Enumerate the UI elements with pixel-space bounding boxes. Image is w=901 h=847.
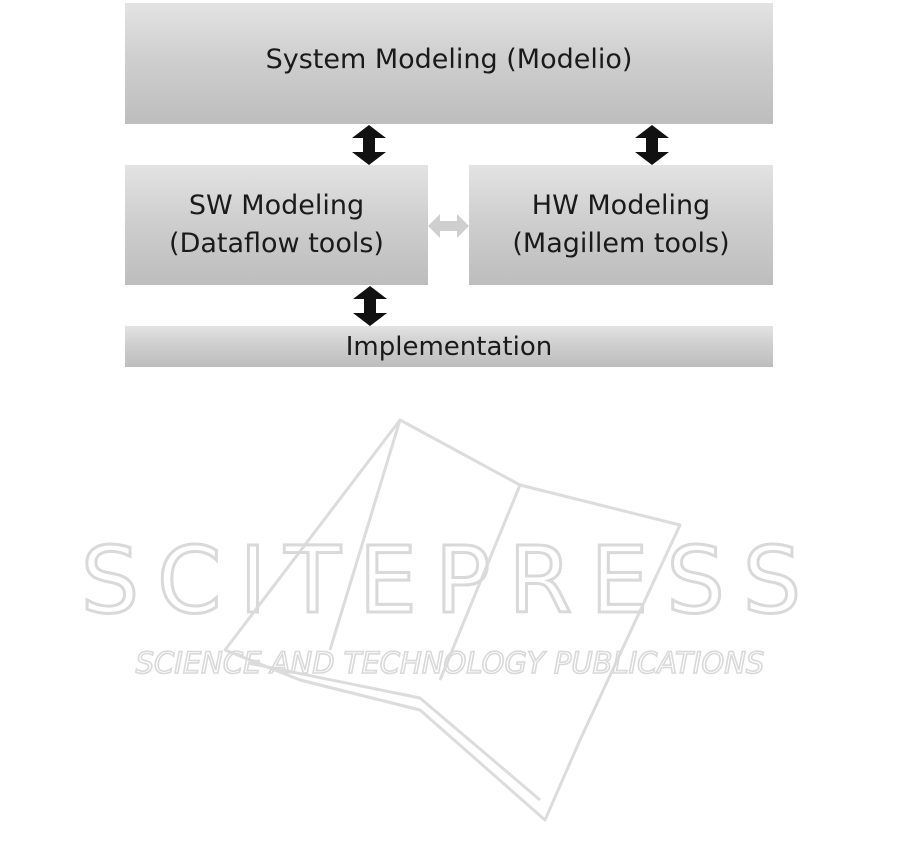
sw-implementation-arrow (352, 286, 388, 326)
implementation-label: Implementation (346, 334, 552, 360)
sw-hw-arrow (428, 213, 469, 239)
sw-modeling-box: SW Modeling (Dataflow tools) (125, 165, 428, 285)
hw-modeling-tools: (Magillem tools) (512, 225, 729, 263)
hw-modeling-box: HW Modeling (Magillem tools) (469, 165, 773, 285)
publisher-watermark: SCITEPRESS SCIENCE AND TECHNOLOGY PUBLIC… (0, 380, 901, 847)
system-modeling-box: System Modeling (Modelio) (125, 3, 773, 124)
sw-modeling-tools: (Dataflow tools) (169, 225, 384, 263)
system-hw-arrow (634, 125, 670, 165)
system-modeling-label: System Modeling (Modelio) (266, 44, 633, 75)
watermark-sub-text: SCIENCE AND TECHNOLOGY PUBLICATIONS (136, 646, 765, 680)
watermark-main-text: SCITEPRESS (81, 527, 819, 634)
sw-modeling-title: SW Modeling (189, 187, 364, 225)
hw-modeling-title: HW Modeling (532, 187, 710, 225)
implementation-box: Implementation (125, 326, 773, 367)
system-sw-arrow (351, 125, 387, 165)
